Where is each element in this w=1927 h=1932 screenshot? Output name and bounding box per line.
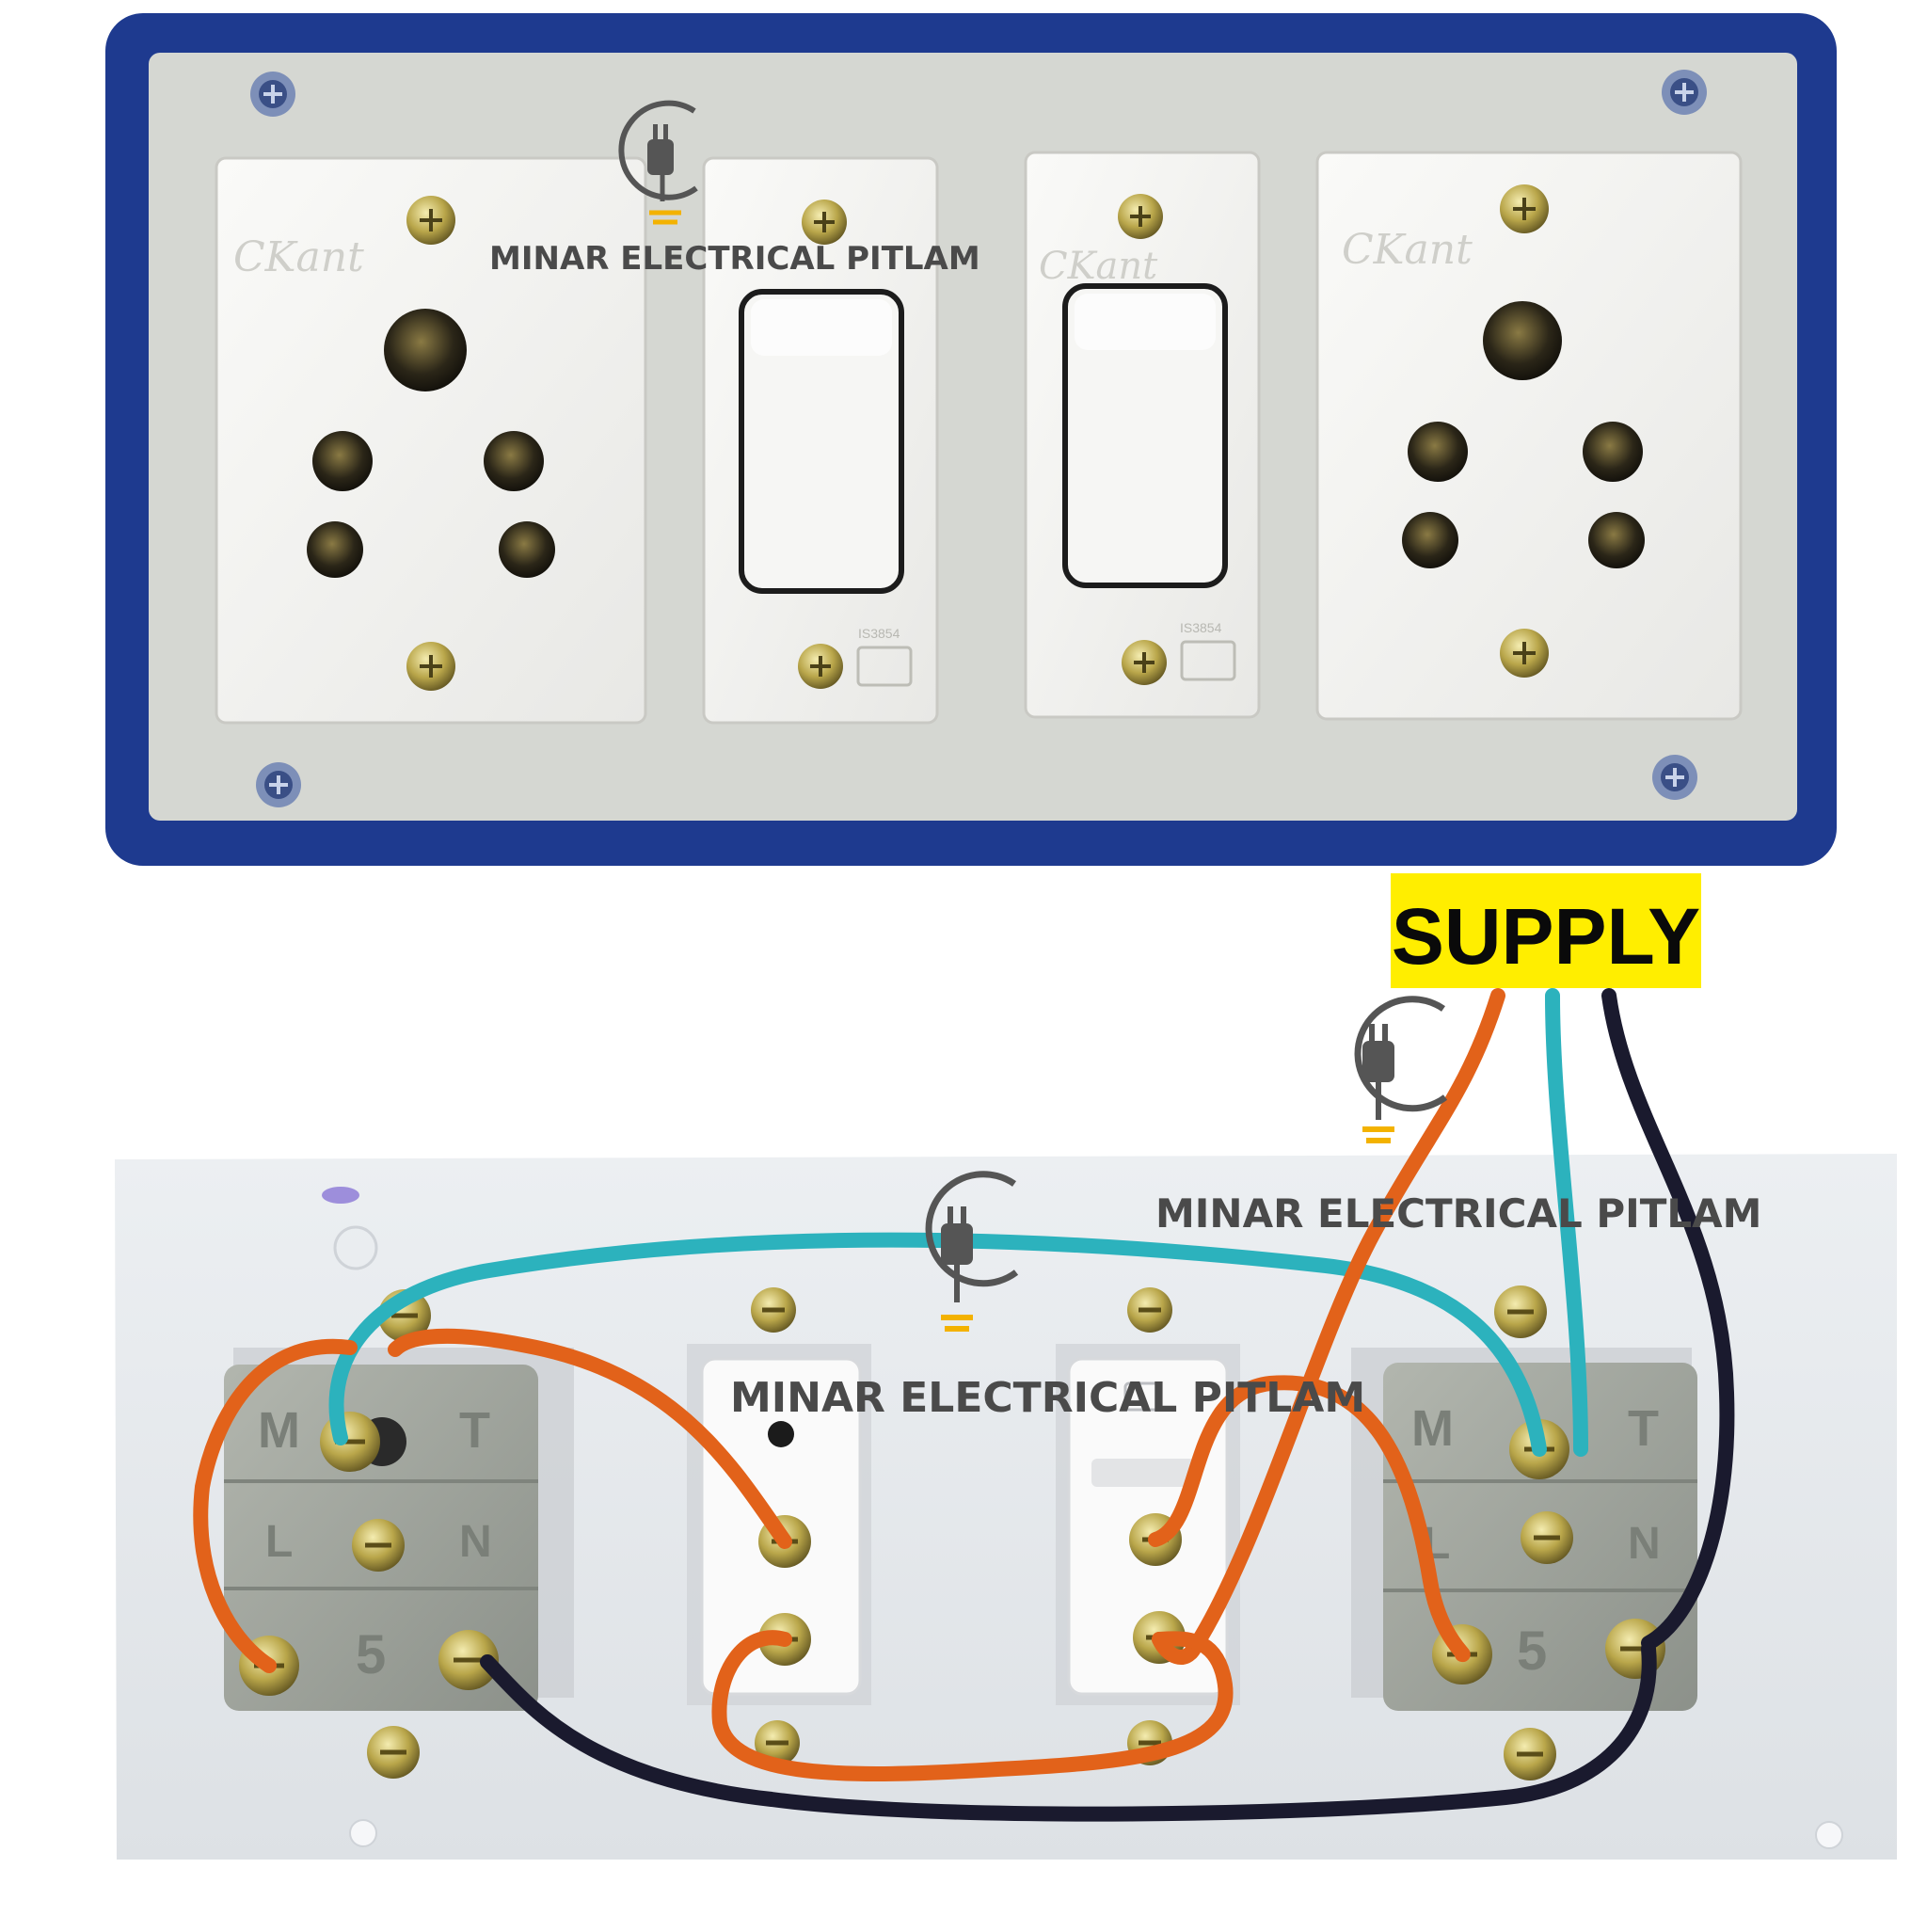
wire-orange <box>193 1338 358 1673</box>
rocker-button[interactable] <box>1062 283 1228 588</box>
pin-hole <box>1588 512 1645 568</box>
standard-mark: IS3854 <box>858 626 900 641</box>
mounting-screw <box>755 1720 800 1765</box>
switch-back-right <box>1067 1357 1229 1696</box>
terminal-screw <box>320 1412 380 1472</box>
terminal-screw <box>352 1519 405 1572</box>
module-screw <box>798 644 843 689</box>
terminal-label-t: T <box>459 1402 490 1459</box>
rocker-button[interactable] <box>739 289 904 594</box>
wire-orange <box>1148 1375 1471 1663</box>
supply-label-text: SUPPLY <box>1392 892 1700 981</box>
terminal-label-5: 5 <box>1517 1621 1547 1682</box>
module-screw <box>802 200 847 245</box>
wire-orange <box>388 1328 792 1549</box>
mounting-screw <box>1494 1285 1547 1338</box>
terminal-block-left: M T L N 5 <box>224 1365 538 1711</box>
pin-hole <box>1408 422 1468 482</box>
wire-black <box>1601 988 1735 1651</box>
socket-module-left: CKant <box>215 156 647 725</box>
terminal-label-m: M <box>258 1402 300 1459</box>
earth-pin-hole <box>1483 301 1562 380</box>
plate-screw <box>250 72 295 117</box>
brand-logo: CKant <box>1039 245 1158 288</box>
module-screw <box>1500 629 1549 678</box>
isi-mark <box>1180 640 1236 681</box>
watermark-text: MINAR ELECTRICAL PITLAM <box>489 240 980 278</box>
plate-screw <box>1662 70 1707 115</box>
supply-label-bg <box>1391 873 1701 988</box>
module-screw <box>1500 184 1549 233</box>
plate-screw <box>1652 755 1697 800</box>
module-screw <box>406 196 455 245</box>
terminal-screw <box>438 1630 499 1690</box>
watermark-text: MINAR ELECTRICAL PITLAM <box>1155 1190 1761 1237</box>
standard-mark: IS3854 <box>1180 620 1222 635</box>
watermark-text: MINAR ELECTRICAL PITLAM <box>730 1374 1365 1422</box>
pin-hole <box>1583 422 1643 482</box>
mounting-screw <box>367 1726 420 1779</box>
pin-hole <box>1402 512 1458 568</box>
terminal-label-t: T <box>1628 1400 1659 1457</box>
module-screw <box>1122 640 1167 685</box>
supply-label: SUPPLY <box>1391 873 1701 988</box>
mounting-screw <box>1504 1728 1556 1780</box>
watermark-logo <box>1354 996 1448 1143</box>
terminal-label-n: N <box>459 1517 492 1567</box>
terminal-label-m: M <box>1411 1400 1454 1457</box>
pin-hole <box>312 431 373 491</box>
pin-hole <box>499 521 555 578</box>
pin-hole <box>307 521 363 578</box>
isi-mark <box>856 646 913 687</box>
terminal-label-l: L <box>265 1517 293 1567</box>
watermark-logo <box>618 100 698 225</box>
wire-black <box>480 1641 1657 1822</box>
terminal-label-n: N <box>1628 1519 1661 1569</box>
terminal-label-5: 5 <box>356 1624 386 1685</box>
wire-orange <box>1152 988 1505 1665</box>
terminal-screw <box>1521 1511 1573 1564</box>
pin-hole <box>484 431 544 491</box>
switch-module-left: IS3854 <box>702 156 939 725</box>
module-screw <box>1118 194 1163 239</box>
plate-screw <box>256 762 301 807</box>
earth-pin-hole <box>384 309 467 391</box>
front-switchboard: CKant IS3854 CKant IS385 <box>105 13 1837 866</box>
brand-logo: CKant <box>233 233 364 281</box>
brand-logo: CKant <box>1342 226 1473 274</box>
mounting-screw <box>1127 1287 1172 1333</box>
switch-module-right: CKant IS3854 <box>1024 151 1261 719</box>
back-switchboard: M T L N 5 <box>115 988 1897 1860</box>
socket-module-right: CKant <box>1315 151 1743 721</box>
watermark-logo <box>925 1171 1019 1332</box>
mounting-screw <box>751 1287 796 1333</box>
wire-orange <box>711 1630 1234 1781</box>
module-screw <box>406 642 455 691</box>
wire-cyan <box>1545 988 1588 1457</box>
